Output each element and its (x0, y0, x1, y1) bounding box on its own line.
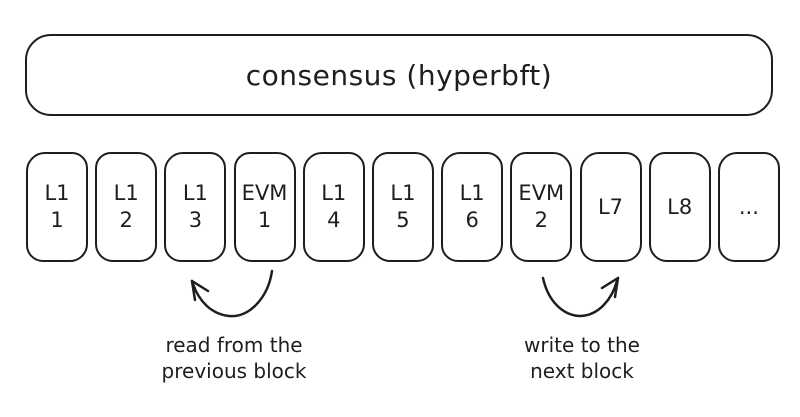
block-label-line1: L1 (113, 181, 139, 205)
block-l1-1: L1 1 (26, 152, 88, 262)
block-l1-3: L1 3 (164, 152, 227, 262)
block-l1-5: L1 5 (371, 152, 434, 262)
block-label-line1: EVM (518, 181, 565, 205)
block-ellipsis: ... (717, 152, 780, 262)
block-label-line2: 1 (257, 208, 272, 232)
block-label-line2: 2 (119, 208, 133, 232)
read-arrow-icon (190, 269, 274, 318)
consensus-title: consensus (hyperbft) (245, 58, 553, 92)
write-annotation: write to the next block (472, 332, 692, 384)
block-label-line1: L8 (667, 194, 693, 219)
block-label-line1: L1 (182, 181, 208, 205)
block-label-line1: L1 (390, 181, 416, 205)
block-label-line1: L7 (597, 194, 624, 219)
block-label-line1: ... (738, 194, 759, 219)
read-annotation: read from the previous block (124, 332, 344, 384)
block-label-line1: EVM (241, 181, 288, 205)
read-annotation-line2: previous block (161, 359, 307, 383)
block-l1-6: L1 6 (441, 152, 504, 262)
write-arrow-icon (541, 276, 620, 318)
block-label-line2: 2 (534, 208, 548, 232)
block-l1-2: L1 2 (95, 152, 158, 262)
blocks-row: L1 1 L1 2 L1 3 EVM 1 L1 4 L1 5 L1 6 EVM (26, 152, 780, 262)
block-label-line2: 6 (465, 208, 479, 232)
block-label-line2: 4 (327, 208, 341, 232)
block-label-line1: L1 (44, 181, 70, 205)
block-l1-4: L1 4 (302, 152, 365, 262)
block-label-line2: 3 (188, 208, 203, 232)
consensus-box: consensus (hyperbft) (25, 34, 773, 116)
block-label-line2: 1 (50, 208, 64, 232)
block-l8: L8 (648, 152, 711, 262)
write-annotation-line2: next block (530, 359, 634, 383)
block-l7: L7 (579, 152, 642, 262)
block-label-line1: L1 (321, 181, 347, 205)
block-label-line1: L1 (459, 181, 485, 205)
block-evm-2: EVM 2 (510, 152, 573, 262)
block-label-line2: 5 (396, 208, 410, 232)
block-evm-1: EVM 1 (233, 152, 296, 262)
write-annotation-line1: write to the (524, 333, 640, 357)
read-annotation-line1: read from the (165, 333, 303, 357)
